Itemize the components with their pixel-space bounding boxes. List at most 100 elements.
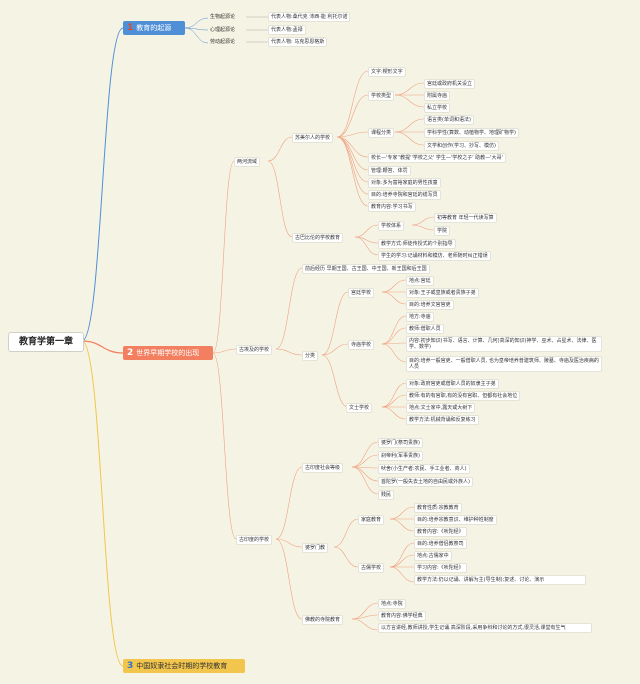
- school-type-item[interactable]: 私立学校: [424, 103, 451, 113]
- scribe-school[interactable]: 文士学校: [346, 403, 373, 413]
- scribe-item[interactable]: 对象:政府官吏或僧职人员的奴隶主子弟: [406, 379, 499, 389]
- babylon-item[interactable]: 学生的学习:记诵材料和模仿、老师随时纠正错误: [378, 251, 491, 261]
- sumer-detail[interactable]: 校长—'专家''教提''学校之父' 学生—'学校之子' 助教—'大哥': [368, 153, 506, 163]
- babylon-system[interactable]: 学校体系: [378, 221, 405, 231]
- connector-line: [381, 343, 407, 363]
- connector-line: [267, 160, 293, 238]
- connector-line: [351, 466, 379, 482]
- sumer-detail[interactable]: 教育内容:学习书写: [368, 202, 416, 212]
- connector-line: [275, 466, 303, 540]
- connector-line: [81, 340, 124, 667]
- brahminism[interactable]: 婆罗门教: [302, 543, 329, 553]
- connector-line: [351, 614, 379, 620]
- sumer-detail[interactable]: 目的:培养寺院和宫廷的缮写员: [368, 190, 441, 200]
- connector-line: [351, 466, 379, 495]
- temple-item[interactable]: 地方:寺庙: [406, 312, 434, 322]
- temple-school[interactable]: 寺庙学校: [348, 340, 375, 350]
- theory-biological[interactable]: 生物起源论: [210, 14, 236, 20]
- caste-item[interactable]: 贱民: [378, 490, 395, 500]
- connector-line: [381, 327, 407, 345]
- palace-item[interactable]: 目的:培养文官官吏: [406, 300, 454, 310]
- connector-line: [394, 131, 425, 146]
- rep-psychological[interactable]: 代表人物:孟禄: [268, 25, 306, 35]
- babylon-system-item[interactable]: 学院: [434, 226, 451, 236]
- connector-line: [381, 394, 407, 408]
- school-type-item[interactable]: 宫廷或政府机关设立: [424, 79, 476, 89]
- sumer-curriculum[interactable]: 课程分类: [368, 128, 395, 138]
- egypt-periods[interactable]: 前后经历 早期王国、古王国、中王国、新王国和后王国: [302, 264, 430, 274]
- family-education[interactable]: 家庭教育: [358, 515, 385, 525]
- connector-line: [267, 136, 293, 162]
- buddhist-item[interactable]: 以方言讲经,教师讲授,学生记诵.高深阶段,采用争辩和讨论的方式,很灵活,课堂有生…: [378, 623, 592, 633]
- guru-school[interactable]: 古儒学校: [358, 563, 385, 573]
- connector-line: [336, 131, 369, 138]
- theory-labor[interactable]: 劳动起源论: [210, 39, 236, 45]
- family-item[interactable]: 教育内容:《吠陀经》: [414, 527, 467, 537]
- connector-line: [354, 236, 379, 256]
- root-node[interactable]: 教育学第一章: [8, 332, 84, 352]
- caste-item[interactable]: 首陀罗(一般失去土地的自由民或外族人): [378, 477, 473, 487]
- connector-line: [381, 382, 407, 408]
- connector-line: [411, 216, 435, 226]
- temple-item[interactable]: 内容:初步知识(书写、语言、计算、几何)高深的知识(神学、巫术、占星术、法律、医…: [406, 336, 602, 352]
- connector-line: [389, 542, 415, 568]
- region-two-rivers[interactable]: 两河流域: [234, 157, 261, 167]
- guru-item[interactable]: 教学方法:仍以记诵、讲解为主(导生制);复述、讨论、演示: [414, 575, 586, 585]
- india-caste[interactable]: 古印度社会等级: [302, 463, 344, 473]
- connector-line: [336, 136, 369, 207]
- rep-labor[interactable]: 代表人物: 马克思恩格斯: [268, 37, 328, 47]
- family-item[interactable]: 目的:培养宗教意识、维护种姓制度: [414, 515, 497, 525]
- connector-line: [354, 224, 379, 238]
- scribe-item[interactable]: 地点:文士家中,露天或大树下: [406, 403, 476, 413]
- topic-label: 教育的起源: [136, 24, 172, 32]
- palace-item[interactable]: 地点:宫廷: [406, 276, 434, 286]
- connector-line: [389, 566, 415, 583]
- family-item[interactable]: 教育性质:宗教教育: [414, 503, 462, 513]
- connector-line: [212, 160, 235, 354]
- babylon-item[interactable]: 教学方式:师徒传授式的个别指导: [378, 239, 456, 249]
- sumer-school-type[interactable]: 学校类型: [368, 91, 395, 101]
- sumer-writing[interactable]: 文字:楔形文字: [368, 67, 406, 77]
- curriculum-item[interactable]: 语言类(单词和语法): [424, 115, 474, 125]
- babylon-system-item[interactable]: 初等教育 年轻一代读写算: [434, 213, 497, 223]
- sumer-school[interactable]: 苏美尔人的学校: [292, 133, 334, 143]
- scribe-item[interactable]: 教学方法:机械背诵和反复练习: [406, 415, 479, 425]
- connector-line: [381, 406, 407, 420]
- sumer-detail[interactable]: 对象:多为富裕家庭的男性孩童: [368, 178, 441, 188]
- caste-item[interactable]: 婆罗门(祭司贵族): [378, 438, 423, 448]
- region-egypt[interactable]: 古埃及的学校: [236, 345, 273, 355]
- palace-school[interactable]: 宫廷学校: [348, 288, 375, 298]
- babylon-school[interactable]: 古巴比伦的学校教育: [292, 233, 344, 243]
- egypt-classification[interactable]: 分类: [302, 351, 319, 361]
- guru-item[interactable]: 地点:古儒家中: [414, 551, 452, 561]
- connector-line: [333, 546, 359, 568]
- connector-line: [275, 538, 303, 548]
- connector-line: [389, 554, 415, 568]
- buddhist-item[interactable]: 教育内容:佛学经典: [378, 611, 426, 621]
- connector-line: [336, 70, 369, 138]
- region-india[interactable]: 古印度的学校: [236, 535, 273, 545]
- connector-line: [394, 82, 425, 96]
- curriculum-item[interactable]: 学科学性(算数、动植物学、地理矿物学): [424, 128, 519, 138]
- school-type-item[interactable]: 附属寺庙: [424, 91, 451, 101]
- guru-item[interactable]: 学习内容:《吠陀经》: [414, 563, 467, 573]
- sumer-detail[interactable]: 管理:鞭笞、体罚: [368, 166, 411, 176]
- buddhist-item[interactable]: 地点:寺院: [378, 599, 406, 609]
- caste-item[interactable]: 吠舍(小生产者:农民、手工业者、商人): [378, 464, 470, 474]
- caste-item[interactable]: 刹帝利(军事贵族): [378, 451, 423, 461]
- curriculum-item[interactable]: 文学和创作(学习、抄写、模仿): [424, 141, 499, 151]
- scribe-item[interactable]: 教师:有的有官职,有的没有官职、但都有社会地位: [406, 391, 521, 401]
- temple-item[interactable]: 目的:培养一般官吏、一般僧职人员, 也为皇帝培养普建筑师、陵墓、寺庙及医治疾病的…: [406, 356, 602, 372]
- temple-item[interactable]: 教师:僧职人员: [406, 324, 444, 334]
- connector-line: [333, 518, 359, 548]
- connector-line: [351, 618, 379, 631]
- rep-biological[interactable]: 代表人物:桑代克 沛西·能 利托尔诺: [268, 12, 351, 22]
- guru-item[interactable]: 目的:培养僧侣教祭司: [414, 539, 467, 549]
- theory-psychological[interactable]: 心理起源论: [210, 27, 236, 33]
- palace-item[interactable]: 对象:王子或皇族或者贵族子弟: [406, 288, 479, 298]
- buddhist-temple-education[interactable]: 佛教的寺院教育: [302, 615, 344, 625]
